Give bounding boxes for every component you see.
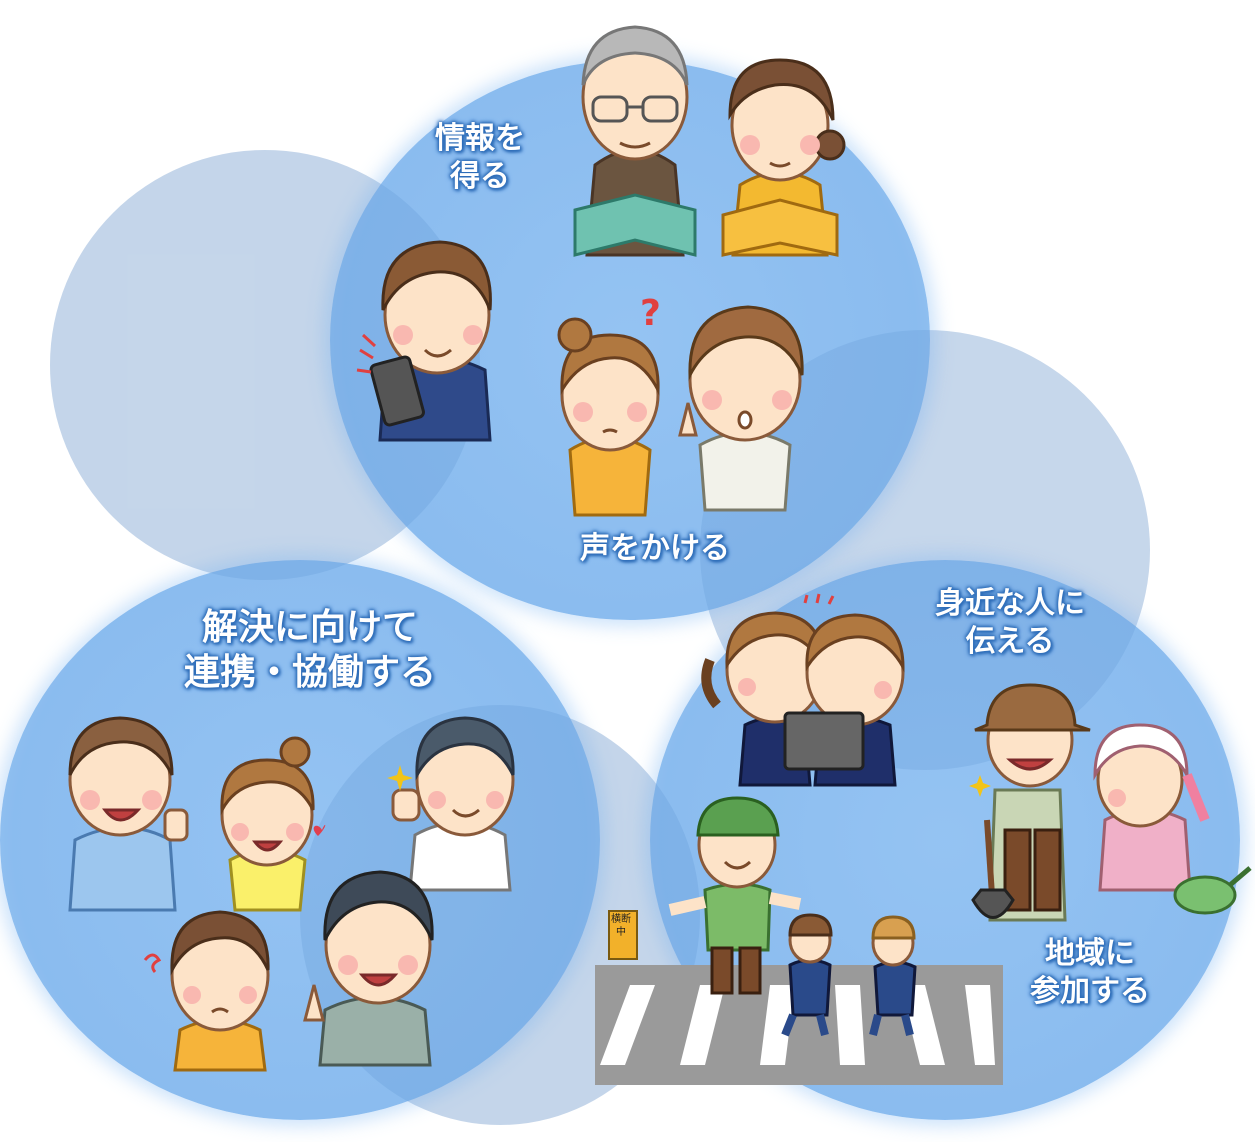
worried-woman-illustration <box>143 910 270 1072</box>
woman-cheering-illustration <box>220 736 326 912</box>
label-participate: 地域に 参加する <box>1030 936 1150 1009</box>
children-crossing-illustration <box>781 913 917 1037</box>
businessman-pointing-illustration <box>303 870 434 1067</box>
label-tell-close-people: 身近な人に 伝える <box>935 586 1085 659</box>
label-get-info: 情報を 得る <box>435 121 525 194</box>
elderly-man-reading-illustration <box>573 25 697 257</box>
crossing-flag <box>608 910 638 960</box>
crosswalk-stripes <box>600 985 995 1065</box>
crossing-guard-illustration <box>668 796 802 995</box>
elderly-woman-reading-illustration <box>721 58 846 257</box>
svg-text:?: ? <box>640 293 661 334</box>
man-thumbs-up-illustration <box>68 716 189 912</box>
label-call-out: 声をかける <box>580 531 730 566</box>
man-flexing-illustration <box>387 716 515 892</box>
label-collaborate: 解決に向けて 連携・協働する <box>183 607 436 693</box>
man-with-tablet-illustration <box>356 240 492 442</box>
man-pointing-illustration <box>678 305 804 512</box>
crossing-flag-text: 横断中 <box>611 914 631 938</box>
puzzled-woman-illustration: ? <box>557 293 661 517</box>
farmer-couple-illustration <box>969 683 1252 922</box>
students-with-tablet-illustration <box>701 593 905 787</box>
